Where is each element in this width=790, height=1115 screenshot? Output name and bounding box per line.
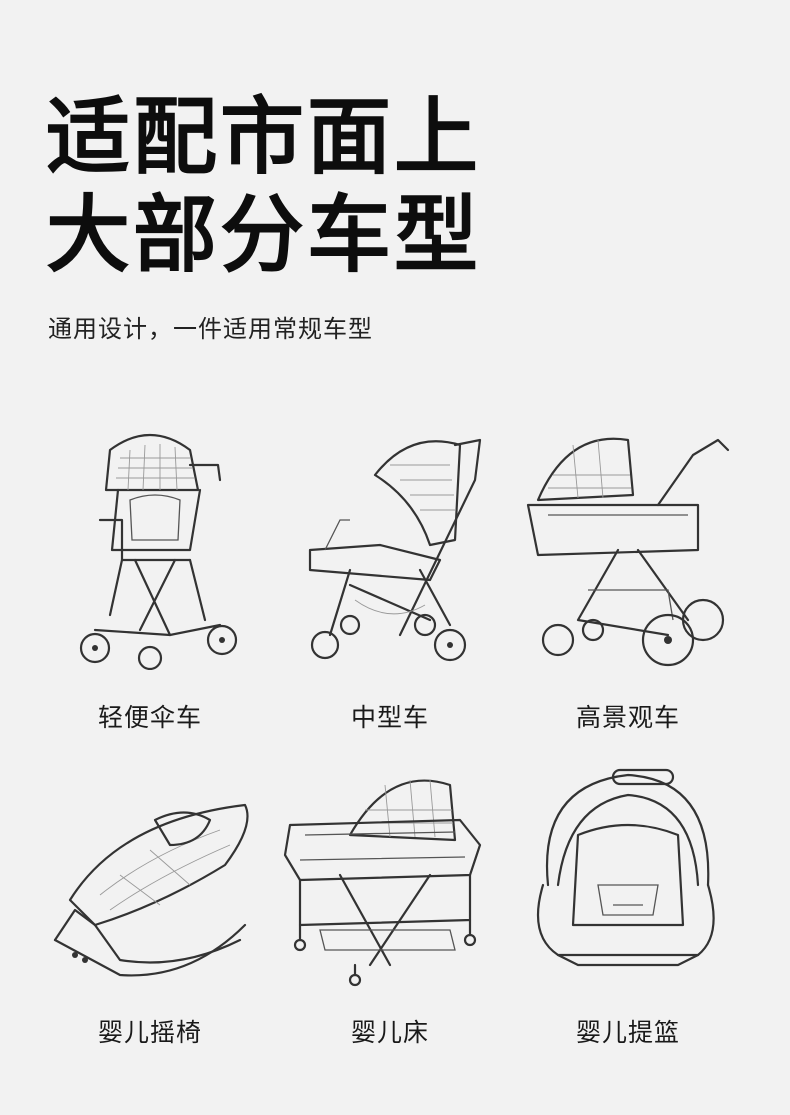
product-label: 中型车: [350, 703, 429, 732]
headline-line-2: 大部分车型: [46, 186, 482, 284]
headline: 适配市面上 大部分车型: [46, 88, 481, 284]
product-label: 婴儿提篮: [575, 1018, 680, 1047]
product-mid-size-stroller: 中型车: [270, 420, 510, 732]
product-lightweight-stroller: 轻便伞车: [30, 420, 270, 732]
product-label: 轻便伞车: [97, 703, 202, 732]
baby-rocker-icon: [53, 803, 249, 977]
lightweight-stroller-icon: [79, 433, 238, 670]
mid-size-stroller-icon: [308, 438, 482, 662]
high-view-pram-icon: [526, 437, 730, 667]
product-label: 婴儿摇椅: [97, 1018, 202, 1047]
headline-line-1: 适配市面上: [46, 88, 482, 186]
product-infant-car-seat: 婴儿提篮: [508, 765, 748, 1047]
product-label: 高景观车: [575, 703, 680, 732]
baby-crib-icon: [283, 779, 482, 987]
subtitle: 通用设计，一件适用常规车型: [48, 315, 373, 343]
product-label: 婴儿床: [350, 1018, 429, 1047]
product-baby-rocker: 婴儿摇椅: [30, 765, 270, 1047]
product-high-view-pram: 高景观车: [508, 420, 748, 732]
infant-car-seat-icon: [536, 768, 715, 967]
product-baby-crib: 婴儿床: [270, 765, 510, 1047]
